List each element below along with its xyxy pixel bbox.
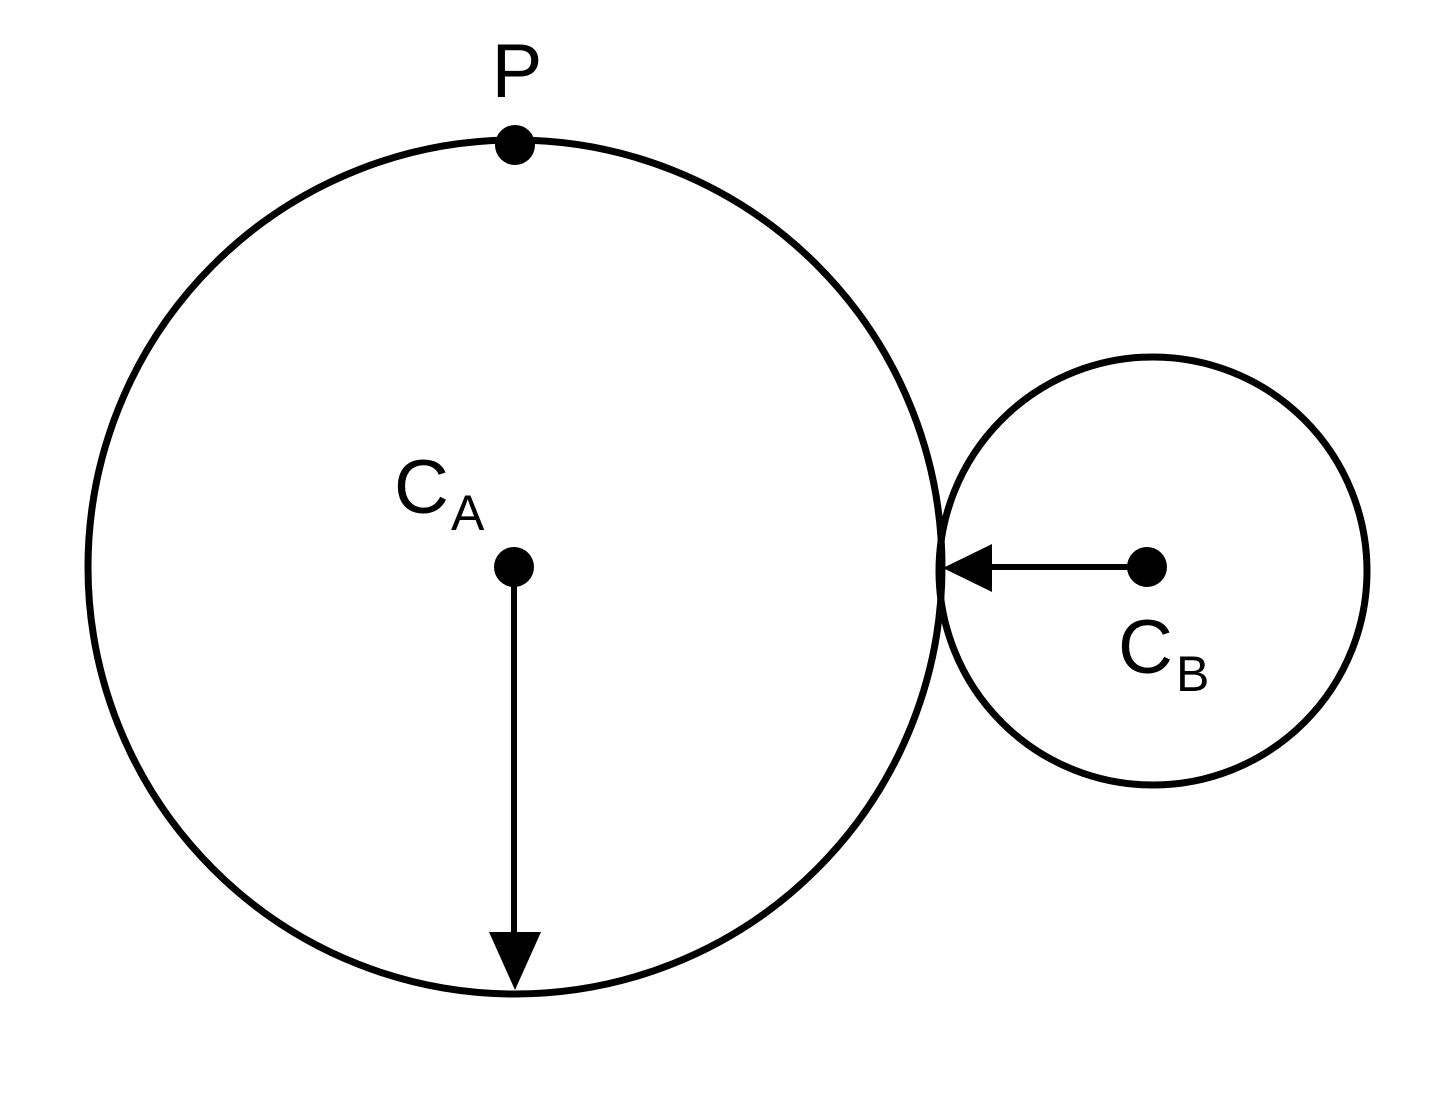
arrow-ca-down (489, 567, 541, 990)
center-a-subscript: A (451, 485, 485, 541)
circle-b (935, 353, 1371, 789)
center-b-label: C (1118, 605, 1173, 690)
center-a-label: C (394, 445, 449, 530)
arrow-cb-left (943, 544, 1147, 592)
center-b-subscript: B (1176, 646, 1209, 702)
point-p-dot (495, 125, 535, 165)
point-p-label: P (492, 29, 543, 114)
